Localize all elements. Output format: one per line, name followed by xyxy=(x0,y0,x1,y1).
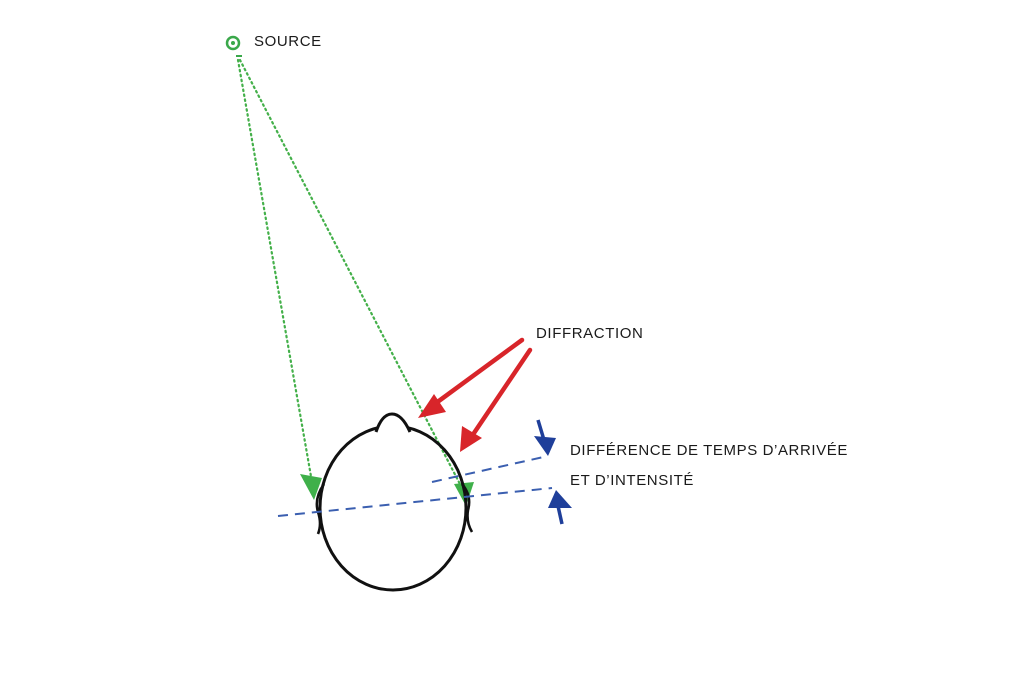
diffraction-arrows xyxy=(418,337,533,452)
diffraction-label: DIFFRACTION xyxy=(536,325,644,342)
diffraction-arrow-2 xyxy=(460,426,482,452)
source-point xyxy=(225,35,242,57)
path-to-left-ear xyxy=(236,58,314,484)
wavefront-line-upper xyxy=(431,455,549,483)
difference-label-line2: ET D’INTENSITÉ xyxy=(570,472,694,489)
head-outline xyxy=(315,412,474,592)
offset-arrow-upper xyxy=(534,436,556,456)
diffraction-arrow-1 xyxy=(418,394,446,418)
left-ear-arrowhead xyxy=(300,474,322,500)
difference-label-line1: DIFFÉRENCE DE TEMPS D’ARRIVÉE xyxy=(570,442,848,459)
offset-arrow-lower xyxy=(548,490,572,508)
source-label: SOURCE xyxy=(254,33,322,50)
wavefront-lines xyxy=(277,455,553,517)
path-to-right-ear xyxy=(238,58,464,490)
wavefront-line-lower xyxy=(277,487,553,517)
offset-arrows xyxy=(534,419,572,525)
